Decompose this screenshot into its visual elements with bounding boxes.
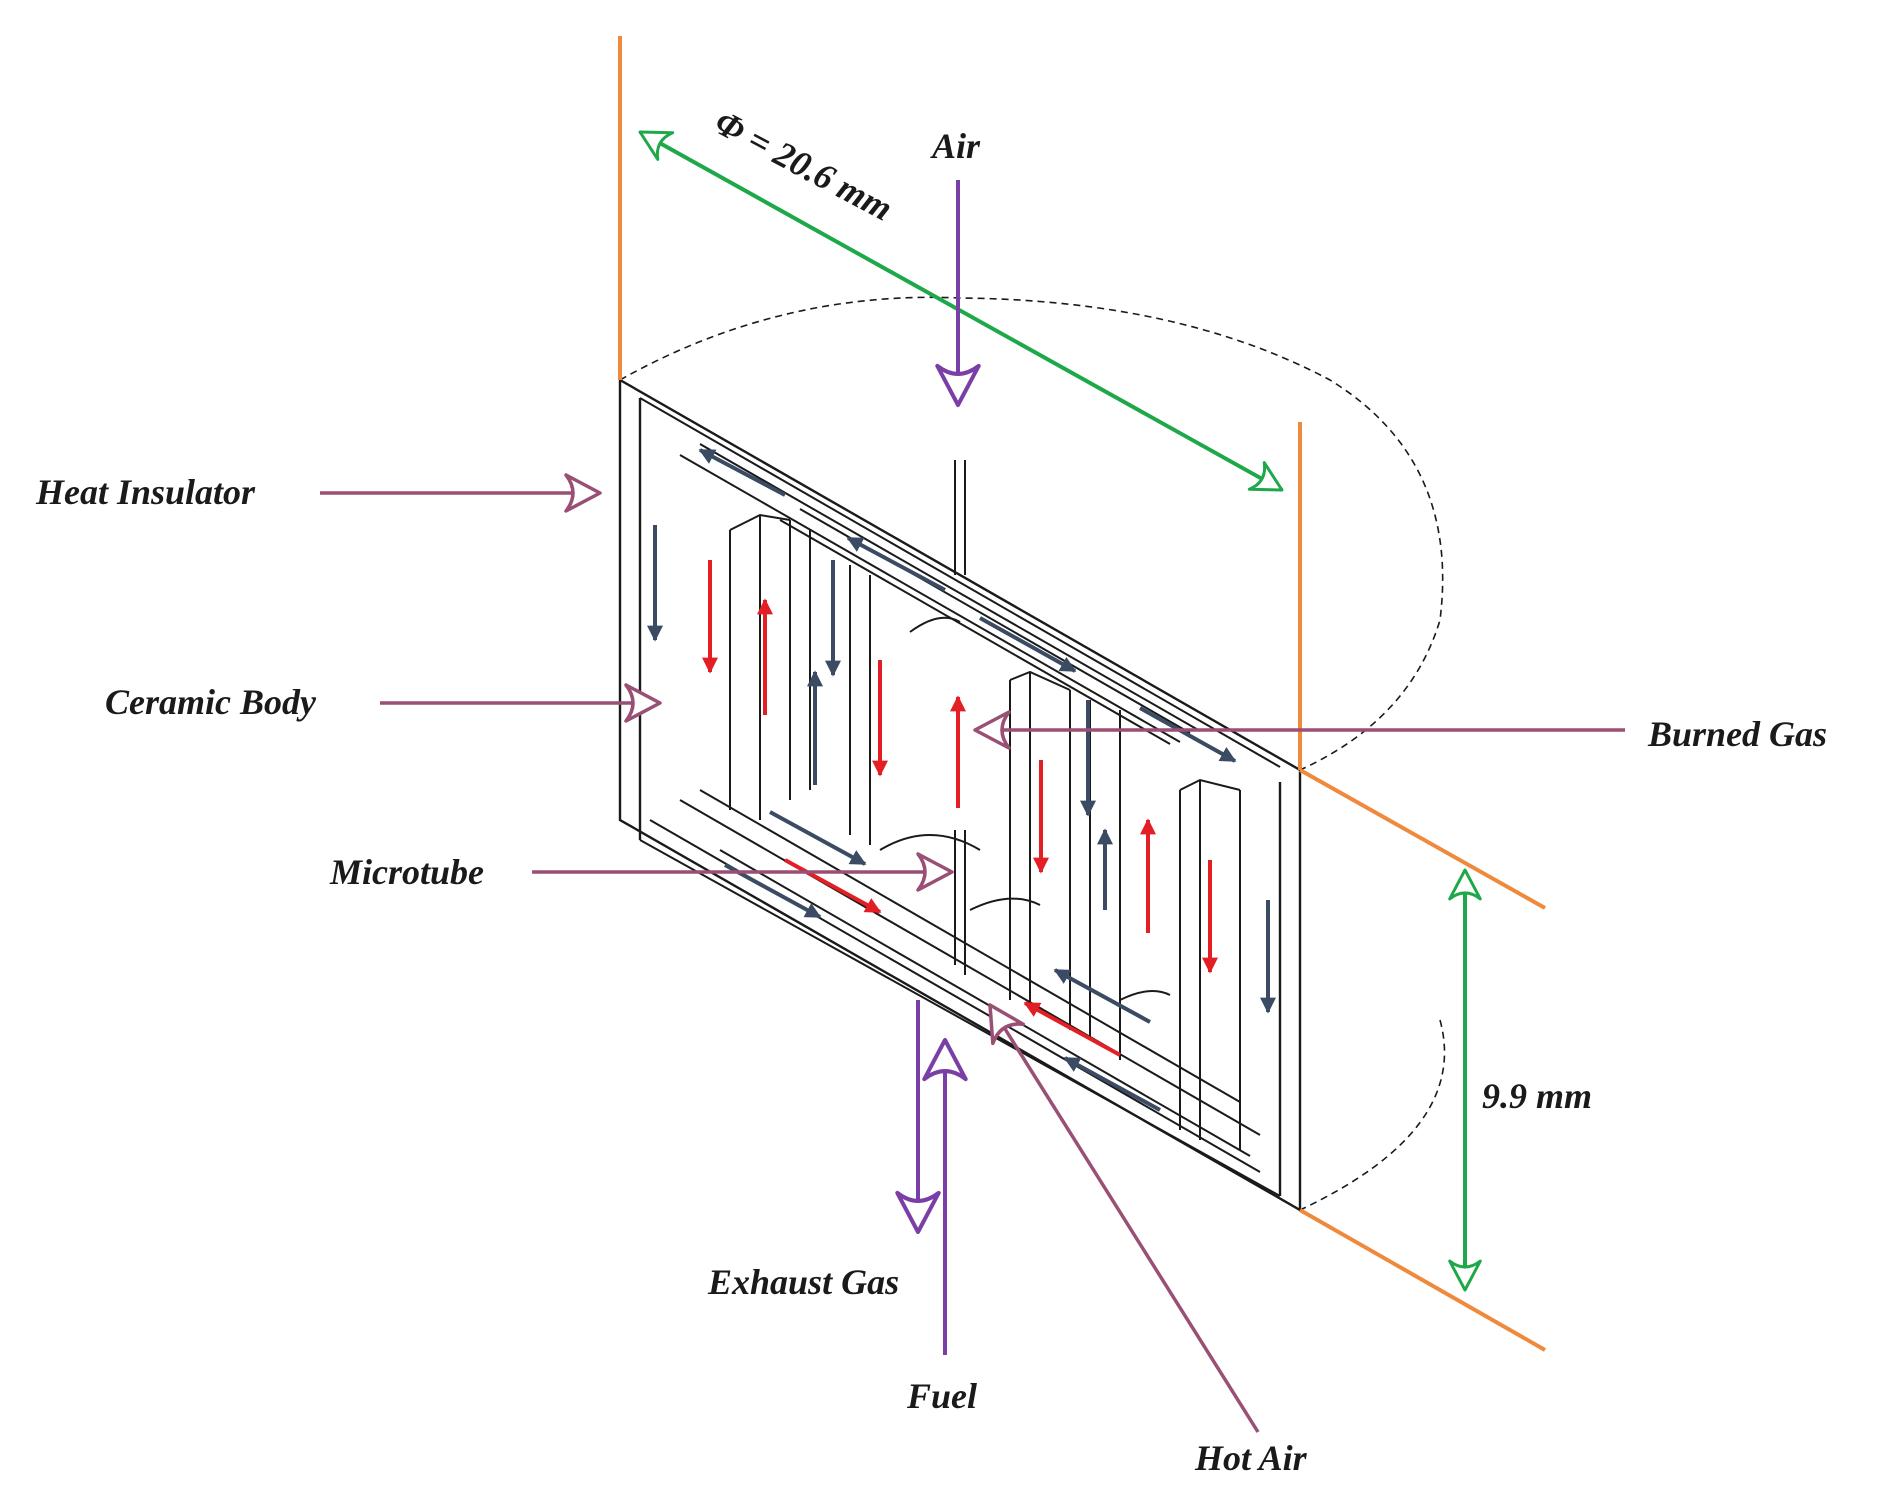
inlet-outlet-arrows: [895, 180, 981, 1355]
cold-flow-arrows: [647, 448, 1276, 1112]
hot-air-label: Hot Air: [1194, 1438, 1308, 1478]
exhaust-gas-label: Exhaust Gas: [707, 1262, 899, 1302]
dimensions: Φ = 20.6 mm 9.9 mm: [638, 102, 1592, 1292]
cold-arrow: [979, 616, 1077, 673]
callout-pointers: [320, 473, 1625, 1433]
cold-arrow: [846, 536, 946, 592]
fuel-label: Fuel: [906, 1376, 977, 1416]
air-label: Air: [930, 126, 981, 166]
ceramic-body-label: Ceramic Body: [105, 682, 317, 722]
cold-arrow: [769, 810, 867, 866]
hot-air-pointer: [988, 1003, 1260, 1433]
hot-flow-arrows: [702, 560, 1218, 1057]
hot-arrow: [784, 858, 882, 914]
cold-arrow: [1053, 968, 1151, 1024]
cold-arrow: [1139, 706, 1237, 763]
labels: Air Heat Insulator Ceramic Body Microtub…: [35, 126, 1827, 1478]
height-label: 9.9 mm: [1482, 1076, 1592, 1116]
extension-line-upper: [1299, 768, 1546, 910]
cold-arrow: [698, 448, 786, 497]
burned-gas-label: Burned Gas: [1647, 714, 1827, 754]
extension-lines: [618, 36, 1546, 1352]
diameter-label: Φ = 20.6 mm: [708, 102, 899, 229]
cold-arrow: [1063, 1056, 1161, 1112]
hot-arrow: [1023, 1001, 1121, 1057]
heat-insulator-label: Heat Insulator: [35, 472, 256, 512]
microtube-label: Microtube: [329, 852, 484, 892]
diameter-dimension-line: [638, 130, 1284, 492]
extension-line-lower: [1299, 1208, 1546, 1352]
